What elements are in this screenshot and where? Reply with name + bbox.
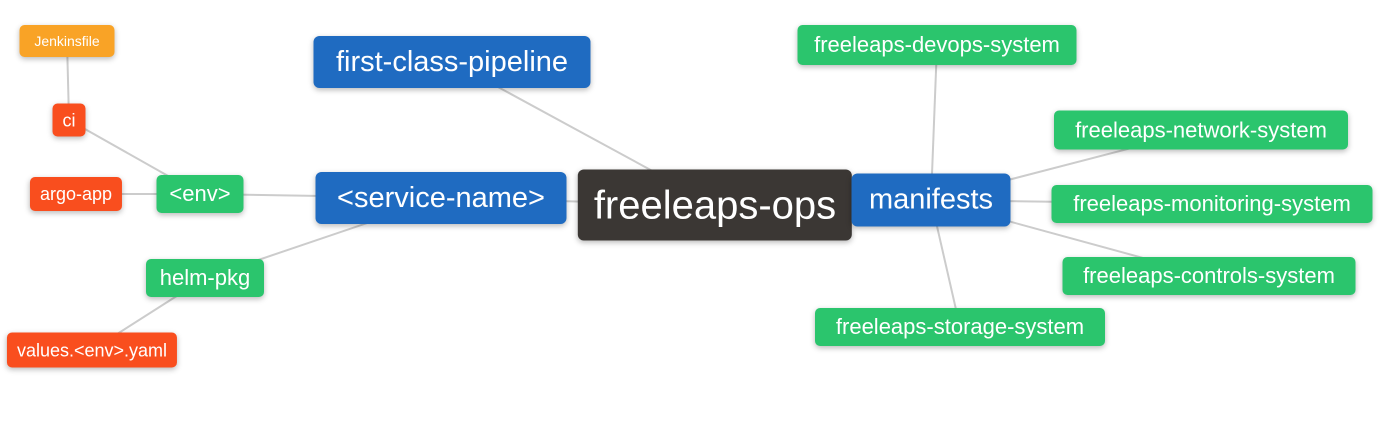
node-monitoring-system[interactable]: freeleaps-monitoring-system [1051, 185, 1373, 223]
node-ci[interactable]: ci [52, 103, 86, 137]
node-jenkinsfile[interactable]: Jenkinsfile [19, 25, 115, 57]
node-manifests[interactable]: manifests [851, 173, 1011, 227]
node-controls-system[interactable]: freeleaps-controls-system [1062, 257, 1356, 295]
node-service-name[interactable]: <service-name> [315, 172, 567, 224]
node-first-class-pipeline[interactable]: first-class-pipeline [313, 36, 591, 88]
node-env[interactable]: <env> [156, 175, 244, 213]
node-devops-system[interactable]: freeleaps-devops-system [797, 25, 1077, 65]
node-helm-pkg[interactable]: helm-pkg [146, 259, 264, 297]
node-storage-system[interactable]: freeleaps-storage-system [815, 308, 1105, 346]
node-argo-app[interactable]: argo-app [29, 177, 123, 211]
node-values-env-yaml[interactable]: values.<env>.yaml [6, 332, 178, 368]
node-freeleaps-ops[interactable]: freeleaps-ops [577, 169, 853, 241]
node-network-system[interactable]: freeleaps-network-system [1054, 110, 1348, 150]
